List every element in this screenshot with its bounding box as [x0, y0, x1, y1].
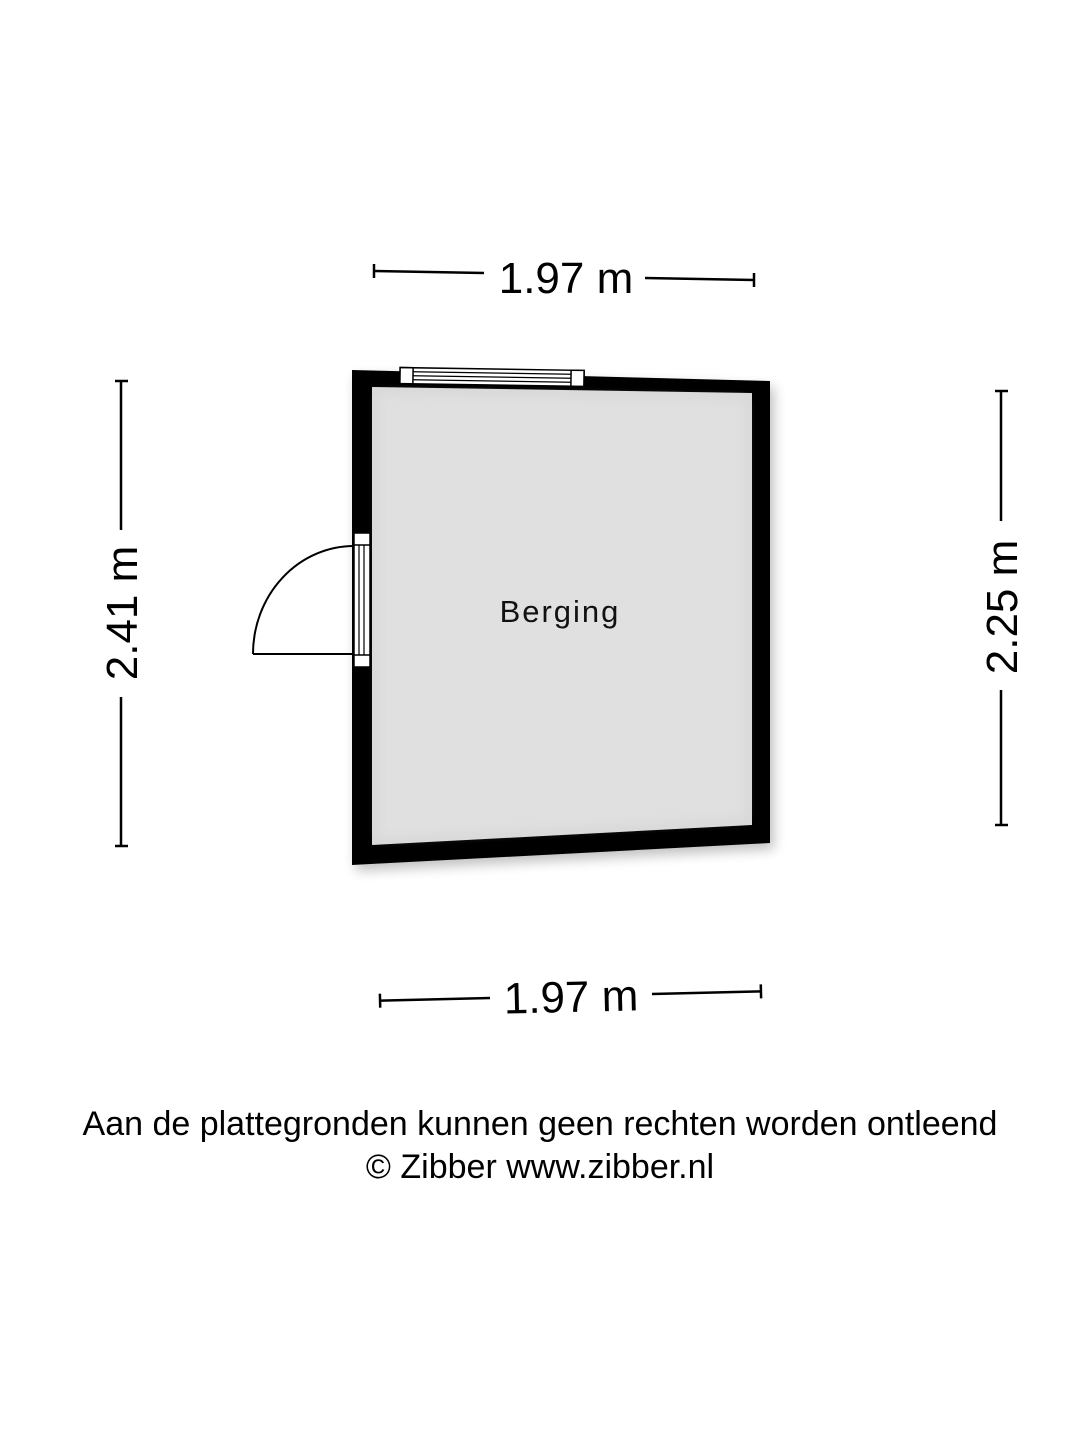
dimension-left: 2.41 m — [98, 379, 147, 848]
disclaimer-text: Aan de plattegronden kunnen geen rechten… — [82, 1105, 998, 1143]
dimension-left-label: 2.41 m — [98, 546, 147, 681]
window-icon — [399, 366, 585, 388]
dimension-top: 1.97 m — [372, 254, 756, 303]
dimension-bottom-label: 1.97 m — [503, 971, 639, 1023]
dimension-bottom: 1.97 m — [378, 971, 763, 1024]
copyright-text: © Zibber www.zibber.nl — [365, 1148, 715, 1186]
door-icon — [252, 532, 371, 668]
room-floor-highlight — [380, 395, 744, 837]
dimension-top-label: 1.97 m — [499, 254, 634, 303]
dimension-right-label: 2.25 m — [978, 540, 1027, 675]
room-label: Berging — [500, 594, 621, 629]
dimension-right: 2.25 m — [978, 389, 1027, 827]
